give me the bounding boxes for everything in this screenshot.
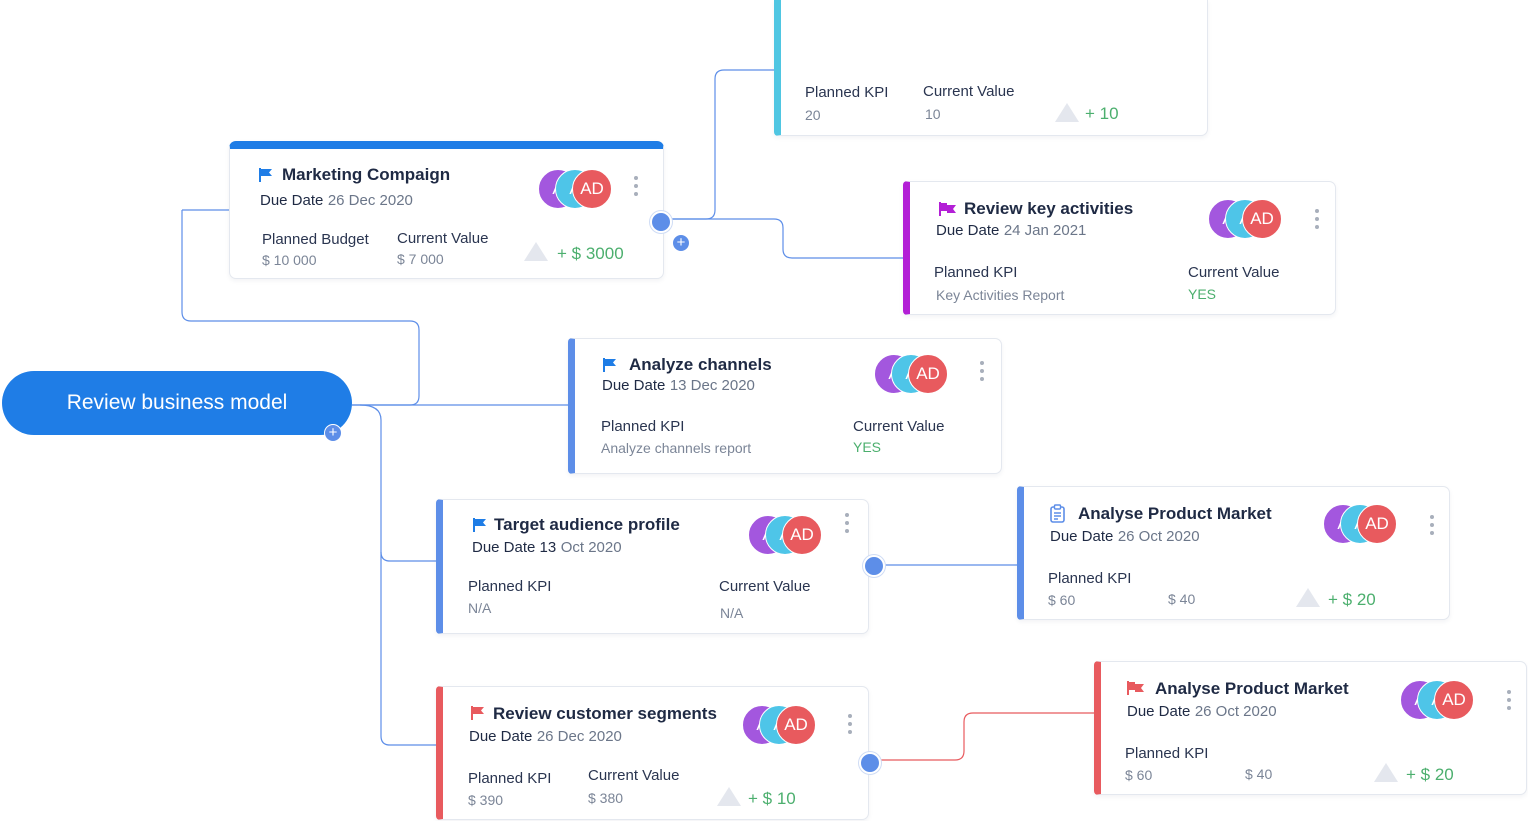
card-title: Analyse Product Market	[1155, 679, 1349, 698]
blue-flag-icon	[259, 168, 272, 182]
assignee-avatars[interactable]: A A AD	[742, 705, 822, 745]
connector-node-dot[interactable]	[859, 752, 881, 774]
more-options-icon[interactable]	[1430, 515, 1434, 539]
blue-flag-icon	[473, 518, 486, 532]
current-value-value: N/A	[720, 605, 744, 621]
assignee-avatars[interactable]: A A AD	[874, 354, 954, 394]
delta-value: + $ 20	[1406, 765, 1454, 784]
trend-up-icon	[1374, 763, 1398, 782]
trend-up-icon	[1055, 103, 1079, 122]
planned-kpi-value: $ 60	[1125, 767, 1153, 783]
avatar: AD	[572, 169, 612, 209]
current-value-label: Current Value	[719, 578, 811, 595]
avatar: AD	[1434, 680, 1474, 720]
card-target-audience-profile[interactable]: Target audience profile Due Date 13 Oct …	[436, 499, 869, 634]
planned-kpi-value: N/A	[468, 600, 492, 616]
card-marketing-compaign[interactable]: Marketing Compaign Due Date 26 Dec 2020 …	[229, 141, 664, 279]
add-child-plus-icon[interactable]: +	[672, 234, 690, 252]
more-options-icon[interactable]	[980, 361, 984, 385]
card-kpi-top[interactable]: Planned KPI 20 Current Value 10 + 10	[774, 0, 1208, 136]
add-child-plus-icon[interactable]: +	[324, 424, 342, 442]
avatar: AD	[1357, 504, 1397, 544]
planned-kpi-value: $ 390	[468, 792, 504, 808]
trend-up-icon	[524, 242, 548, 261]
avatar: AD	[776, 705, 816, 745]
delta-value: + 10	[1085, 104, 1119, 123]
due-date: Due Date 26 Dec 2020	[469, 728, 622, 745]
more-options-icon[interactable]	[1507, 690, 1511, 714]
assignee-avatars[interactable]: A A AD	[1208, 199, 1288, 239]
trend-up-icon	[1296, 588, 1320, 607]
current-value-value: 10	[925, 106, 941, 122]
current-value-value: $ 40	[1245, 766, 1273, 782]
current-value-label: Current Value	[1188, 264, 1280, 281]
due-date: Due Date 26 Oct 2020	[1127, 703, 1277, 720]
planned-kpi-label: Planned KPI	[601, 418, 685, 435]
assignee-avatars[interactable]: A A AD	[1400, 680, 1480, 720]
red-flag-icon	[471, 706, 484, 720]
current-value-value: YES	[853, 439, 882, 455]
card-title: Review customer segments	[493, 704, 717, 723]
due-date: Due Date 13 Oct 2020	[472, 539, 622, 556]
more-options-icon[interactable]	[845, 513, 849, 537]
current-value-label: Current Value	[853, 418, 945, 435]
clipboard-icon	[1050, 504, 1065, 523]
assignee-avatars[interactable]: A A AD	[748, 515, 828, 555]
trend-up-icon	[717, 787, 741, 806]
planned-kpi-label: Planned KPI	[1048, 570, 1132, 587]
delta-value: + $ 20	[1328, 590, 1376, 609]
current-value-value: YES	[1188, 286, 1217, 302]
card-analyse-product-market-1[interactable]: Analyse Product Market Due Date 26 Oct 2…	[1017, 486, 1450, 620]
avatar: AD	[782, 515, 822, 555]
planned-budget-value: $ 10 000	[262, 252, 317, 268]
connector-node-dot[interactable]	[650, 211, 672, 233]
due-date: Due Date 24 Jan 2021	[936, 222, 1087, 239]
planned-kpi-label: Planned KPI	[468, 578, 552, 595]
due-date: Due Date 26 Dec 2020	[260, 192, 413, 209]
delta-value: + $ 10	[748, 789, 796, 808]
card-title: Analyse Product Market	[1078, 504, 1272, 523]
more-options-icon[interactable]	[848, 714, 852, 738]
delta-value: + $ 3000	[557, 244, 624, 263]
purple-flag-icon	[939, 202, 956, 216]
current-value-value: $ 7 000	[397, 251, 444, 267]
due-date: Due Date 26 Oct 2020	[1050, 528, 1200, 545]
card-title: Review key activities	[964, 199, 1134, 218]
planned-kpi-label: Planned KPI	[934, 264, 1018, 281]
connector-node-dot[interactable]	[863, 555, 885, 577]
card-title: Marketing Compaign	[282, 165, 451, 184]
planned-kpi-value: 20	[805, 107, 821, 123]
card-analyze-channels[interactable]: Analyze channels Due Date 13 Dec 2020 A …	[568, 338, 1002, 474]
current-value-label: Current Value	[588, 767, 680, 784]
more-options-icon[interactable]	[634, 176, 638, 200]
current-value-label: Current Value	[397, 230, 489, 247]
current-value-label: Current Value	[923, 83, 1015, 100]
card-review-key-activities[interactable]: Review key activities Due Date 24 Jan 20…	[903, 181, 1336, 315]
blue-flag-icon	[603, 358, 616, 372]
assignee-avatars[interactable]: A A AD	[1323, 504, 1403, 544]
avatar: AD	[1242, 199, 1282, 239]
assignee-avatars[interactable]: A A AD	[538, 169, 618, 209]
current-value-value: $ 40	[1168, 591, 1196, 607]
planned-budget-label: Planned Budget	[262, 231, 369, 248]
planned-kpi-label: Planned KPI	[1125, 745, 1209, 762]
card-title: Target audience profile	[494, 515, 680, 534]
card-analyse-product-market-2[interactable]: Analyse Product Market Due Date 26 Oct 2…	[1094, 661, 1527, 795]
planned-kpi-value: Analyze channels report	[601, 440, 752, 456]
red-flag-icon	[1127, 681, 1144, 695]
current-value-value: $ 380	[588, 790, 624, 806]
planned-kpi-value: Key Activities Report	[936, 287, 1065, 303]
planned-kpi-label: Planned KPI	[468, 770, 552, 787]
due-date: Due Date 13 Dec 2020	[602, 377, 755, 394]
planned-kpi-label: Planned KPI	[805, 84, 889, 101]
avatar: AD	[908, 354, 948, 394]
root-node-review-business-model[interactable]: Review business model	[2, 371, 352, 435]
more-options-icon[interactable]	[1315, 209, 1319, 233]
card-review-customer-segments[interactable]: Review customer segments Due Date 26 Dec…	[436, 686, 869, 820]
card-title: Analyze channels	[629, 355, 772, 374]
planned-kpi-value: $ 60	[1048, 592, 1076, 608]
